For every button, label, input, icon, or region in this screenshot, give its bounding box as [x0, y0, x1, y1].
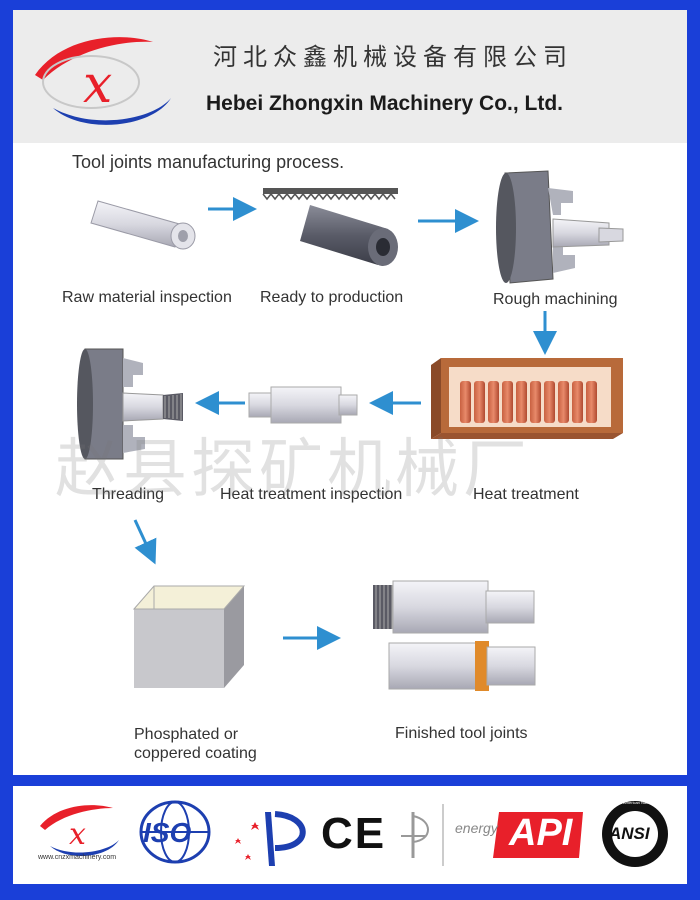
step-label-heat-treatment-inspection: Heat treatment inspection	[220, 486, 403, 503]
step-label-finished: Finished tool joints	[395, 725, 528, 742]
svg-text:x: x	[69, 817, 86, 852]
iso-text: ISO	[143, 817, 192, 848]
step-label-heat-treatment: Heat treatment	[473, 486, 579, 503]
step-label-threading: Threading	[92, 486, 165, 503]
ansi-text: ANSI	[609, 824, 650, 843]
process-diagram: Tool joints manufacturing process. Raw m…	[13, 143, 687, 775]
company-name-en: Hebei Zhongxin Machinery Co., Ltd.	[206, 92, 564, 115]
footer-graphics: x	[40, 800, 668, 867]
api-text: API	[509, 812, 573, 854]
raw-material-icon	[90, 200, 196, 250]
company-name-cn: 河北众鑫机械设备有限公司	[213, 43, 573, 71]
rough-machining-icon	[496, 170, 624, 284]
finished-tool-joints-icon	[373, 580, 536, 691]
iso-logo	[139, 800, 211, 864]
step-label-coating-line1: Phosphated or	[134, 726, 239, 743]
footer-company-logo: x	[40, 805, 119, 857]
footer-website: www.cnzxmachinery.com	[38, 854, 117, 861]
step-label-rough-machining: Rough machining	[493, 291, 618, 308]
watermark: 赵县探矿机械厂	[55, 433, 531, 507]
api-logo	[493, 812, 583, 858]
ready-production-icon	[262, 188, 398, 266]
company-logo: x	[35, 37, 171, 125]
heat-treatment-icon	[431, 358, 623, 439]
threading-icon	[77, 348, 183, 460]
step-label-raw-material: Raw material inspection	[62, 289, 232, 306]
ce-mark: CE	[321, 809, 387, 858]
step-label-ready-production: Ready to production	[260, 289, 404, 306]
quality-mark-icon	[235, 811, 306, 866]
ansi-ring-text: Approved American National Standard	[605, 800, 674, 805]
process-title: Tool joints manufacturing process.	[72, 152, 345, 172]
diagram-graphics	[77, 170, 624, 691]
header-banner: x 河北众鑫机械设备有限公司 Hebei Zhongxin Machinery …	[13, 10, 687, 143]
arrow	[133, 519, 157, 565]
step-label-coating-line2: coppered coating	[134, 745, 257, 762]
heat-treatment-inspection-icon	[248, 386, 358, 424]
svg-text:x: x	[83, 55, 112, 115]
energy-text: energy	[455, 820, 498, 836]
ansi-logo	[602, 801, 668, 867]
certification-footer: x	[13, 786, 687, 884]
coating-tank-icon	[132, 585, 246, 688]
grey-cert-icon	[401, 804, 444, 866]
